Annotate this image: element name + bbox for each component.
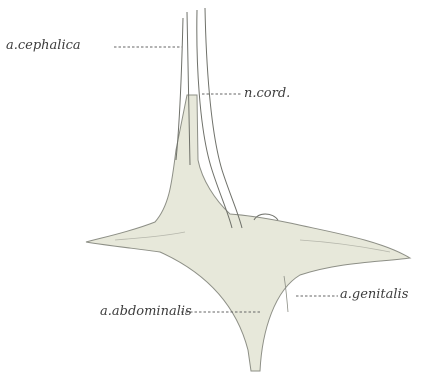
- vessel-body: [86, 95, 410, 371]
- label-cord: n.cord.: [244, 87, 290, 100]
- label-genitalis: a.genitalis: [340, 288, 408, 301]
- label-cephalica: a.cephalica: [6, 39, 81, 52]
- label-abdominalis: a.abdominalis: [100, 305, 192, 318]
